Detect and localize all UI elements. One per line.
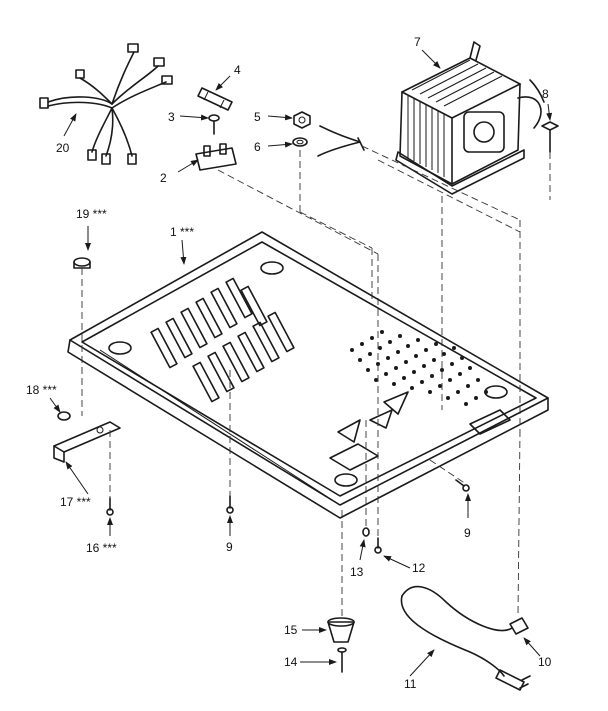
callout-13: 13 xyxy=(350,565,364,579)
perforation-field xyxy=(350,330,488,406)
power-cord xyxy=(400,585,531,691)
callout-19: 19 *** xyxy=(76,207,107,221)
callout-20: 20 xyxy=(56,141,70,155)
screw-12 xyxy=(374,537,382,554)
callout-2: 2 xyxy=(160,171,167,185)
callout-14: 14 xyxy=(284,655,298,669)
callout-labels: 1 *** 2 3 4 5 6 7 8 9 9 10 11 12 13 14 1… xyxy=(26,35,552,691)
screw-14 xyxy=(337,647,347,673)
callout-12: 12 xyxy=(412,561,426,575)
base-plate xyxy=(67,231,549,519)
ground-wire xyxy=(317,125,365,157)
screw-3 xyxy=(208,114,220,135)
callout-10: 10 xyxy=(538,655,552,669)
callout-leaders xyxy=(49,49,553,677)
callout-8: 8 xyxy=(542,87,549,101)
screw-9-right xyxy=(455,479,470,492)
callout-1: 1 *** xyxy=(170,225,194,239)
callout-11: 11 xyxy=(404,677,417,691)
transformer xyxy=(395,41,545,195)
screw-8 xyxy=(541,121,559,153)
wire-harness xyxy=(39,43,173,165)
callout-9-left: 9 xyxy=(226,540,233,554)
screw-9-left xyxy=(226,495,234,514)
screw-16 xyxy=(106,497,114,516)
foot-19 xyxy=(73,257,91,269)
callout-7: 7 xyxy=(414,35,421,49)
strain-relief-15 xyxy=(327,617,355,643)
nut-5 xyxy=(293,111,311,129)
fuse-holder xyxy=(195,143,237,171)
callout-16: 16 *** xyxy=(86,541,117,555)
washer-6 xyxy=(292,137,308,147)
callout-4: 4 xyxy=(234,63,241,77)
callout-9-right: 9 xyxy=(464,526,471,540)
fuse xyxy=(197,87,233,111)
assembly-lines xyxy=(81,145,551,618)
callout-5: 5 xyxy=(254,110,261,124)
callout-17: 17 *** xyxy=(60,495,91,509)
bracket-17 xyxy=(53,421,121,463)
screw-13 xyxy=(362,527,370,537)
vent-slots xyxy=(150,277,295,403)
callout-3: 3 xyxy=(168,110,175,124)
washer-18 xyxy=(57,411,71,421)
callout-15: 15 xyxy=(284,623,298,637)
transformer-laminations xyxy=(407,59,503,177)
callout-18: 18 *** xyxy=(26,383,57,397)
callout-6: 6 xyxy=(254,140,261,154)
